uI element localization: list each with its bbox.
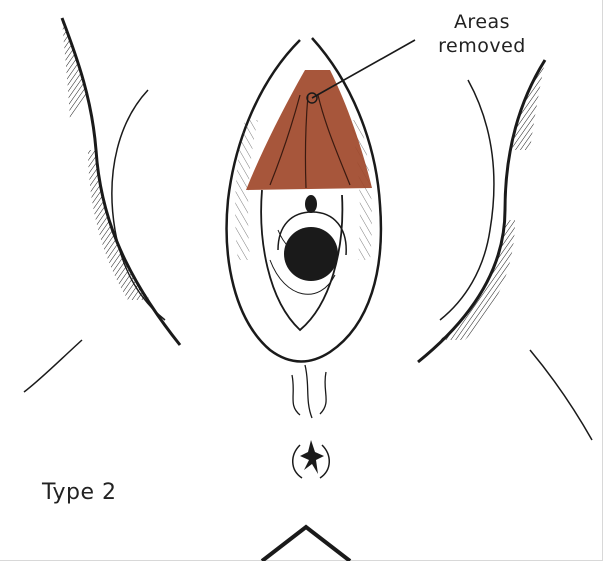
- urethral-opening: [305, 195, 317, 213]
- callout-label: Areas removed: [412, 10, 552, 58]
- anus-drawing: [293, 440, 330, 478]
- vaginal-opening: [284, 227, 338, 281]
- callout-label-line2: removed: [412, 34, 552, 58]
- buttocks-line: [262, 527, 350, 561]
- perineum-folds: [292, 365, 326, 418]
- callout-pointer: [312, 40, 415, 98]
- right-thigh-outline: [418, 60, 592, 440]
- callout-label-line1: Areas: [412, 10, 552, 34]
- type-label: Type 2: [42, 480, 117, 505]
- left-thigh-outline: [24, 18, 180, 392]
